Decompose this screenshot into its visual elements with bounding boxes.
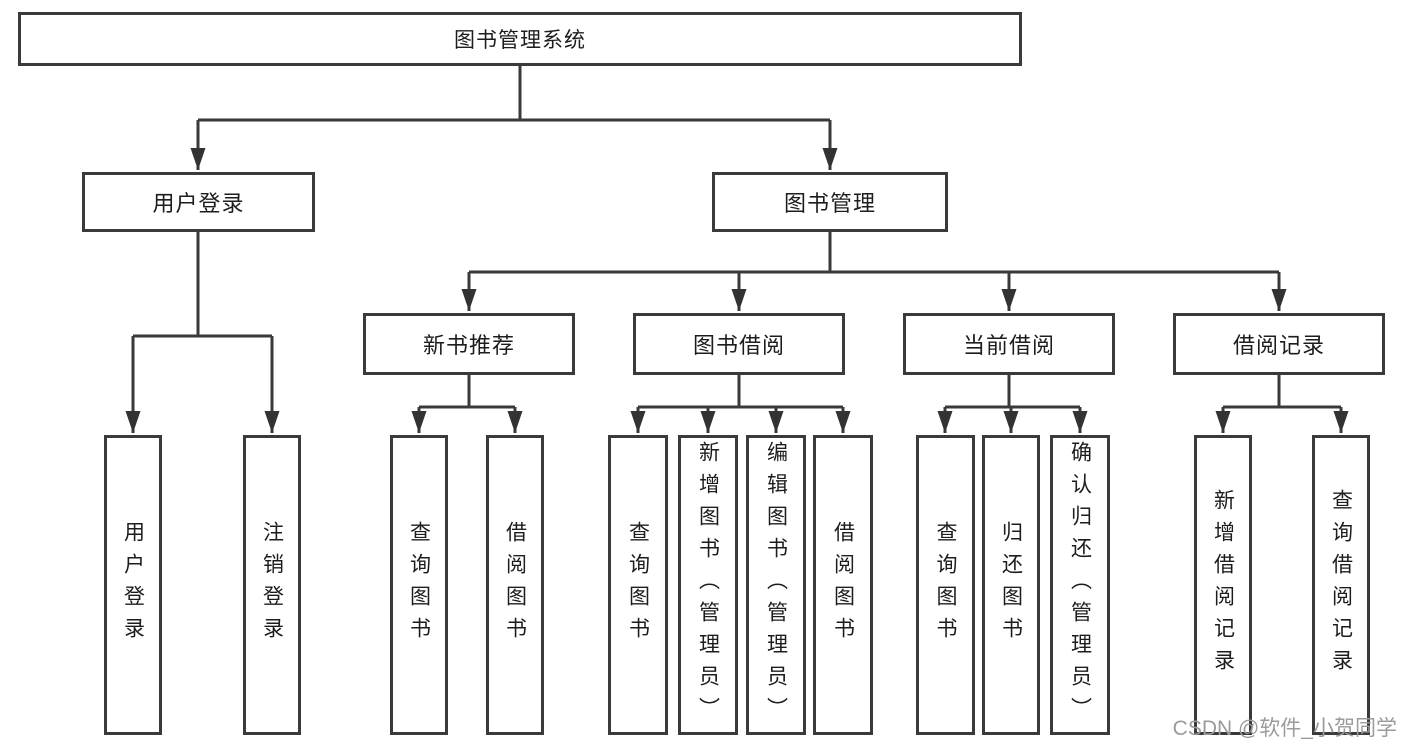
leaf-return-books: 归还图书: [982, 435, 1040, 735]
node-new-book-recommend: 新书推荐: [363, 313, 575, 375]
leaf-query-books-current: 查询图书: [916, 435, 975, 735]
node-library-management-system: 图书管理系统: [18, 12, 1022, 66]
leaf-user-login: 用户登录: [104, 435, 162, 735]
leaf-logout: 注销登录: [243, 435, 301, 735]
node-user-login: 用户登录: [82, 172, 315, 232]
leaf-borrow-books: 借阅图书: [813, 435, 873, 735]
node-book-management: 图书管理: [712, 172, 948, 232]
leaf-add-books-admin: 新增图书（管理员）: [678, 435, 738, 735]
leaf-add-borrow-record: 新增借阅记录: [1194, 435, 1252, 735]
leaf-query-books-recommend: 查询图书: [390, 435, 448, 735]
leaf-query-borrow-record: 查询借阅记录: [1312, 435, 1370, 735]
node-current-borrow: 当前借阅: [903, 313, 1115, 375]
node-borrow-records: 借阅记录: [1173, 313, 1385, 375]
node-book-borrow: 图书借阅: [633, 313, 845, 375]
leaf-query-books-borrow: 查询图书: [608, 435, 668, 735]
leaf-edit-books-admin: 编辑图书（管理员）: [746, 435, 806, 735]
leaf-borrow-books-recommend: 借阅图书: [486, 435, 544, 735]
csdn-watermark: CSDN @软件_小贺同学: [1172, 717, 1397, 740]
leaf-confirm-return-admin: 确认归还（管理员）: [1050, 435, 1110, 735]
